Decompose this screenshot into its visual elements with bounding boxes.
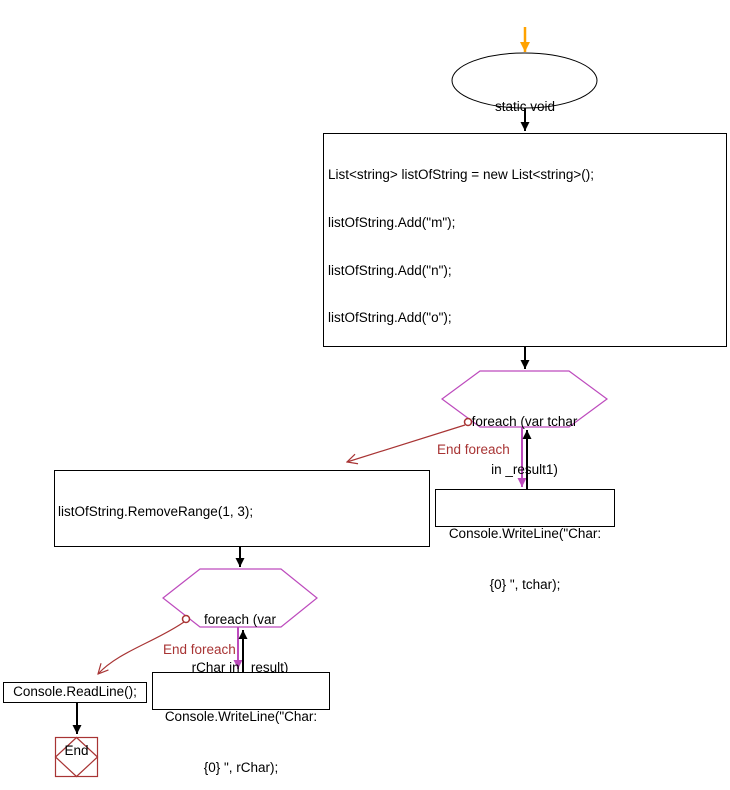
- end-node-diamond: [54, 736, 99, 778]
- loop1-body-line: Console.WriteLine("Char:: [448, 526, 602, 541]
- end-foreach-arrow-1: [347, 424, 466, 462]
- loop2-line: foreach (var: [203, 612, 277, 627]
- loop2-body-box: Console.WriteLine("Char: {0} ", rChar);: [152, 672, 330, 775]
- code-line: listOfString.RemoveRange(1, 3);: [58, 504, 254, 519]
- main-code-block: List<string> listOfString = new List<str…: [323, 133, 727, 347]
- loop1-line: foreach (var tchar: [471, 414, 578, 429]
- loop1-body-box: Console.WriteLine("Char: {0} ", tchar);: [435, 489, 615, 592]
- code-line: listOfString.Add("m");: [328, 214, 456, 230]
- loop2-line: rChar in _result): [191, 660, 289, 675]
- end-foreach-label-2: End foreach: [163, 642, 236, 657]
- remove-range-code-block: listOfString.RemoveRange(1, 3); var _res…: [54, 470, 430, 547]
- code-line: listOfString.Add("n");: [328, 262, 452, 278]
- loop1-node-label: foreach (var tchar in _result1): [442, 382, 607, 510]
- loop2-body-line: {0} ", rChar);: [203, 760, 279, 775]
- readline-box: Console.ReadLine();: [3, 682, 147, 703]
- end-foreach-label-1: End foreach: [437, 442, 510, 457]
- loop1-body-line: {0} ", tchar);: [489, 577, 561, 592]
- start-node-line: static void: [494, 99, 556, 114]
- loop2-exit-port: [181, 614, 191, 624]
- loop1-exit-port: [463, 417, 473, 427]
- end-node-label: End: [64, 743, 89, 758]
- code-line: List<string> listOfString = new List<str…: [328, 167, 594, 182]
- loop2-hexagon: [162, 568, 318, 628]
- loop1-hexagon: [440, 370, 609, 428]
- loop2-body-line: Console.WriteLine("Char:: [164, 709, 318, 724]
- loop2-node-label: foreach (var rChar in _result): [163, 580, 317, 708]
- end-foreach-arrow-2: [98, 621, 185, 674]
- loop1-line: in _result1): [491, 462, 558, 477]
- code-line: listOfString.Add("o");: [328, 310, 452, 326]
